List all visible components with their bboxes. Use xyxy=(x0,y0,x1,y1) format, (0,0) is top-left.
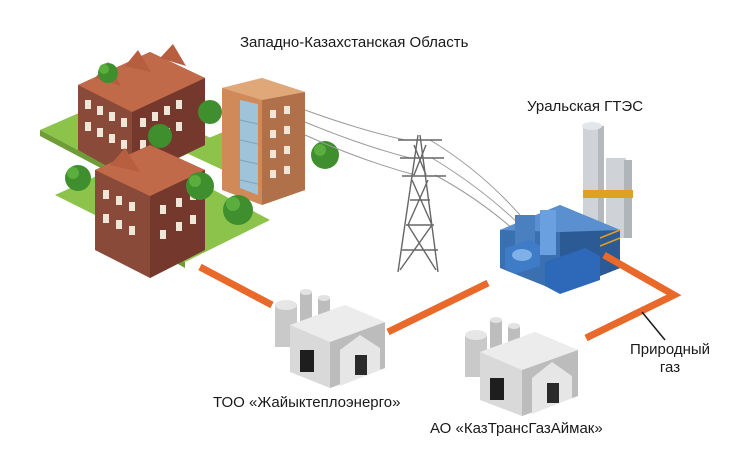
heating-company-label: ТОО «Жайыктеплоэнерго» xyxy=(213,394,400,412)
natural-gas-label-line1: Природный xyxy=(610,341,730,359)
heating-plant-factory-icon xyxy=(275,289,385,388)
gas-turbine-power-plant-icon xyxy=(500,122,633,294)
gas-distribution-factory-icon xyxy=(465,317,578,416)
power-station-label: Уральская ГТЭС xyxy=(527,98,643,116)
region-label: Западно-Казахстанская Область xyxy=(240,34,468,52)
natural-gas-label: Природный газ xyxy=(610,341,730,377)
gas-pointer-line xyxy=(642,312,665,340)
residential-buildings-icon xyxy=(40,44,339,278)
gas-company-label: АО «КазТрансГазАймак» xyxy=(430,420,603,438)
natural-gas-label-line2: газ xyxy=(610,359,730,377)
power-line-tower-icon xyxy=(398,135,446,272)
